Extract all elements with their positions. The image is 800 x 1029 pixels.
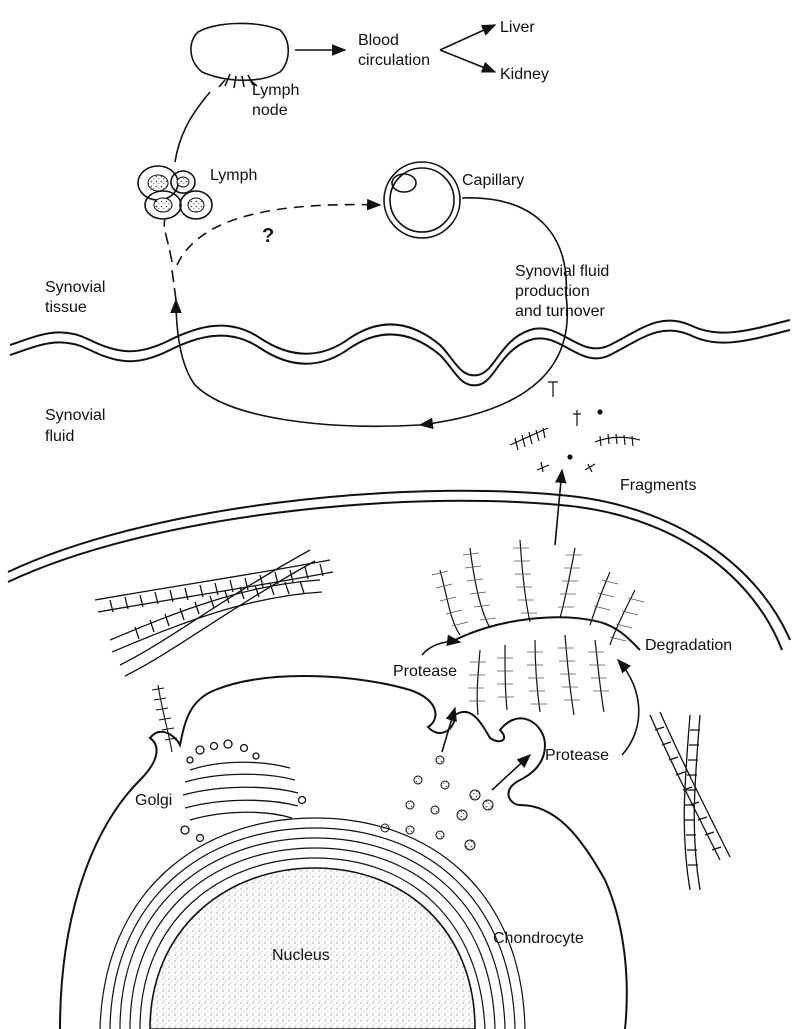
dashed-question-arrow xyxy=(176,198,382,266)
synovial-fluid-label-line2: fluid xyxy=(45,428,74,445)
capillary xyxy=(383,161,461,239)
synovial-membrane xyxy=(9,319,791,387)
capillary-to-tissue-line xyxy=(461,197,568,296)
turnover-arrow xyxy=(418,294,569,430)
secretion-arrow-right xyxy=(491,754,532,791)
protease-right-label: Protease xyxy=(545,747,609,764)
matrix-boundary-outer xyxy=(7,489,791,641)
fragments-label: Fragments xyxy=(620,477,696,494)
fluid-return-arrow xyxy=(170,298,421,427)
collagen-fibrils-right xyxy=(649,711,731,891)
collagen-fibrils-left xyxy=(94,549,334,677)
degradation-label: Degradation xyxy=(645,637,732,654)
lymph-label: Lymph xyxy=(210,167,257,184)
chondrocyte-label: Chondrocyte xyxy=(493,930,584,947)
blood-label-line2: circulation xyxy=(358,52,430,69)
proteoglycan-aggregate xyxy=(431,539,645,716)
blood-label-line1: Blood xyxy=(358,32,399,49)
protease-right-arrow xyxy=(617,658,640,756)
production-label-line3: and turnover xyxy=(515,303,606,320)
nucleus-label: Nucleus xyxy=(272,947,330,964)
endoplasmic-reticulum xyxy=(99,817,526,1029)
lymph-drain-line xyxy=(163,219,177,301)
blood-to-liver-arrow xyxy=(439,24,497,51)
capillary-label: Capillary xyxy=(462,172,524,189)
lymph-node xyxy=(190,22,290,89)
protease-left-arrow xyxy=(421,634,462,656)
secreted-proteoglycan xyxy=(151,684,178,753)
production-label-line2: production xyxy=(515,283,590,300)
blood-to-kidney-arrow xyxy=(439,49,497,73)
lymph-node-label-line2: node xyxy=(252,102,288,119)
degradation-to-fragments-arrow xyxy=(554,468,567,546)
matrix-boundary-inner xyxy=(7,499,783,651)
synovial-fluid-label-line1: Synovial xyxy=(45,407,105,424)
protease-left-label: Protease xyxy=(393,663,457,680)
nucleus xyxy=(149,867,476,1029)
secretion-arrow-left xyxy=(441,706,457,753)
fragments xyxy=(509,381,641,473)
lymph-cells xyxy=(137,165,213,220)
synovial-tissue-label-line1: Synovial xyxy=(45,279,105,296)
synovial-tissue-label-line2: tissue xyxy=(45,299,87,316)
question-mark: ? xyxy=(262,225,274,247)
liver-label: Liver xyxy=(500,19,535,36)
kidney-label: Kidney xyxy=(500,66,549,83)
secretory-vesicles xyxy=(380,755,494,851)
production-label-line1: Synovial fluid xyxy=(515,263,609,280)
golgi-apparatus xyxy=(180,739,307,843)
lymph-to-node-line xyxy=(174,91,211,163)
lymph-node-label-line1: Lymph xyxy=(252,82,299,99)
golgi-label: Golgi xyxy=(135,792,172,809)
chondrocyte-membrane xyxy=(59,675,628,1029)
